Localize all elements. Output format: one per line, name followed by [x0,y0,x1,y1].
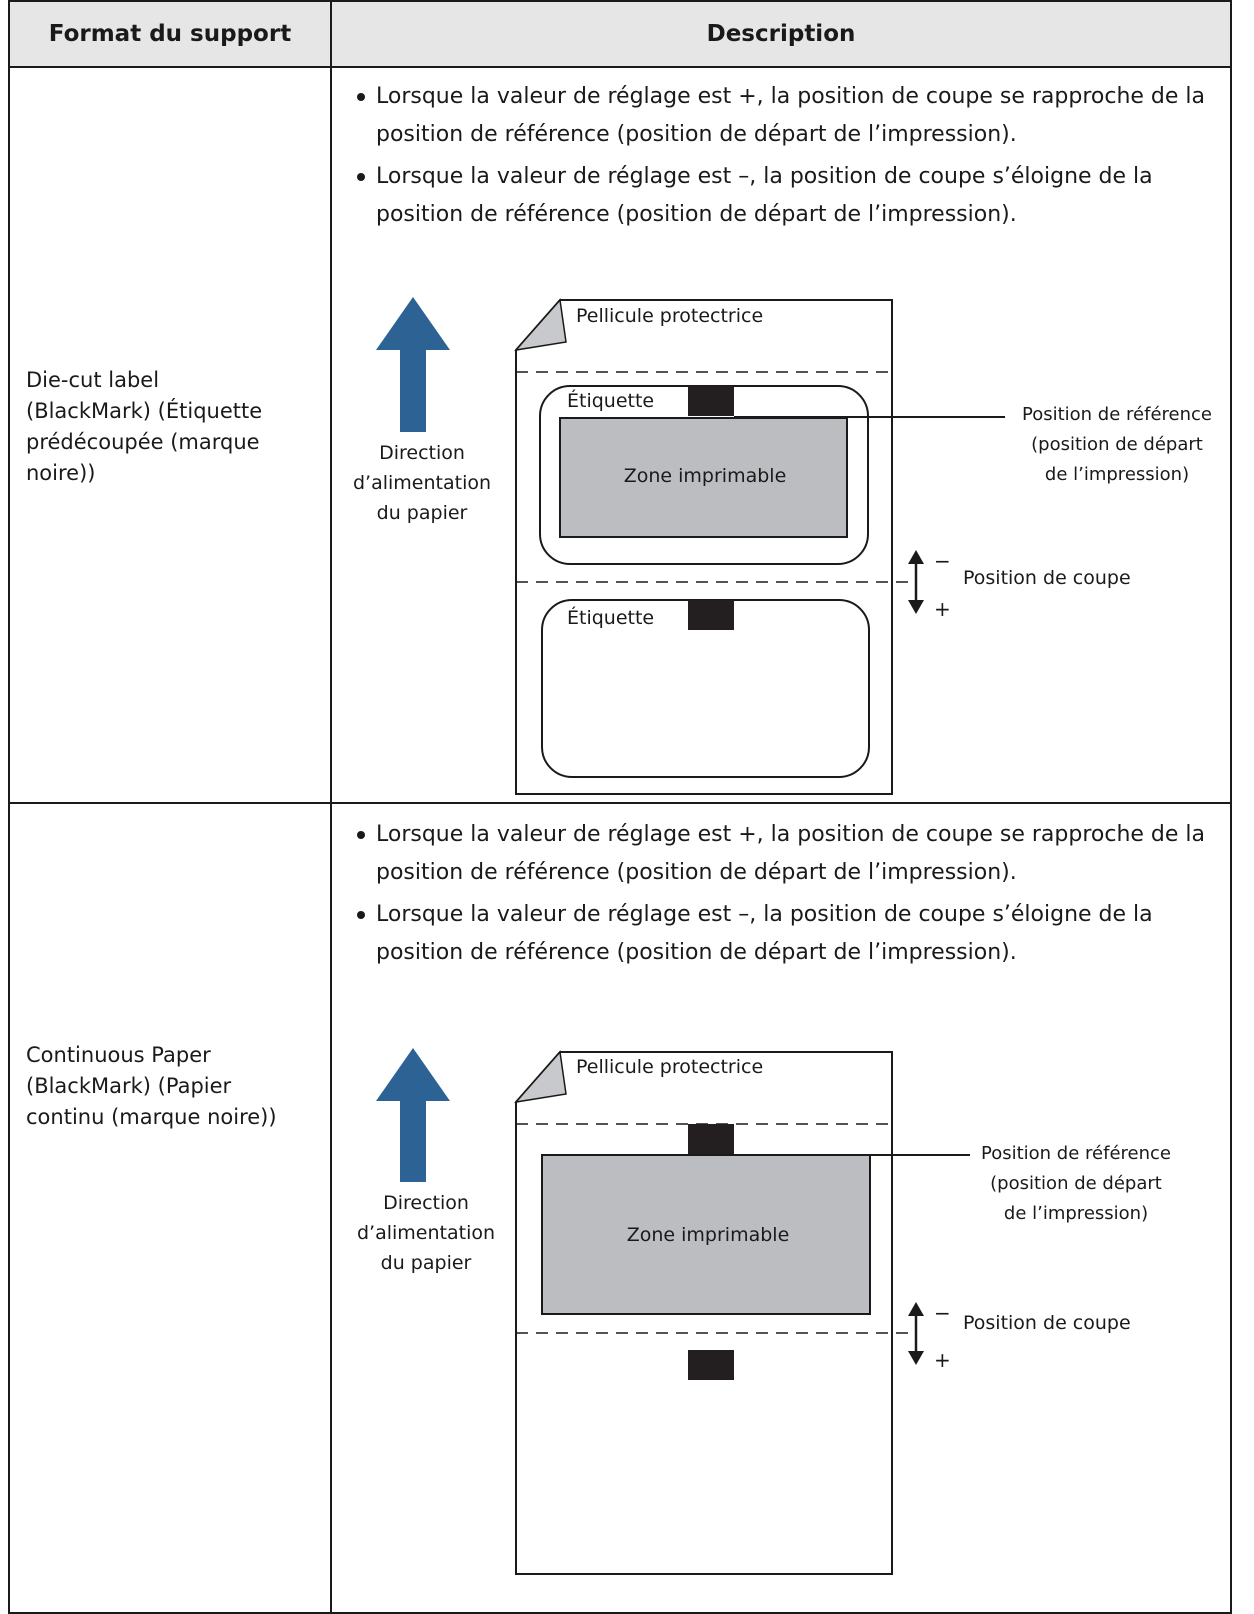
cut-position-label: Position de coupe [963,567,1131,589]
printable-area [541,1154,871,1315]
cut-position-label: Position de coupe [963,1312,1131,1334]
arrow-up-icon [908,550,924,564]
peeled-corner-icon [514,298,567,352]
table-header: Format du support Description [10,2,1230,68]
media-format-table: Format du support Description Die-cut la… [8,0,1232,1614]
label-1-text: Étiquette [567,389,654,412]
header-description: Description [706,21,856,47]
table-row-die-cut: Die-cut label (BlackMark) (Étiquette pré… [10,68,1230,804]
plus-sign: + [934,597,951,621]
format-line: (BlackMark) (Papier [26,1074,232,1098]
minus-sign: − [934,1301,951,1325]
feed-label-line: d’alimentation [353,472,491,494]
reference-label-line: (position de départ [1031,434,1203,455]
format-line: Die-cut label [26,368,160,392]
black-mark [688,600,734,630]
format-cell: Die-cut label (BlackMark) (Étiquette pré… [26,365,326,489]
bullet-item: Lorsque la valeur de réglage est –, la p… [352,158,1222,234]
bullet-item: Lorsque la valeur de réglage est +, la p… [352,78,1222,154]
reference-label-line: Position de référence [981,1143,1171,1164]
printable-area [559,417,848,538]
feed-label-line: du papier [377,502,468,524]
feed-direction-arrow-icon [376,297,450,432]
arrow-up-icon [908,1302,924,1316]
printable-area-text: Zone imprimable [627,1224,790,1246]
bullet-item: Lorsque la valeur de réglage est +, la p… [352,816,1222,892]
feed-label-line: du papier [381,1252,472,1274]
label-2-text: Étiquette [567,606,654,629]
feed-label-line: Direction [379,442,465,464]
reference-label-line: de l’impression) [1004,1203,1148,1224]
table-row-continuous: Continuous Paper (BlackMark) (Papier con… [10,804,1230,1614]
format-line: (BlackMark) (Étiquette [26,399,263,423]
continuous-paper-diagram: Direction d’alimentation du papier Pelli… [357,1048,1171,1575]
liner-label: Pellicule protectrice [576,305,763,327]
format-line: Continuous Paper [26,1043,211,1067]
reference-label-line: (position de départ [990,1173,1162,1194]
feed-label-line: Direction [383,1192,469,1214]
format-cell: Continuous Paper (BlackMark) (Papier con… [26,1040,326,1133]
die-cut-label-diagram: Direction d’alimentation du papier Pelli… [353,297,1212,795]
format-line: prédécoupée (marque [26,430,260,454]
plus-sign: + [934,1348,951,1372]
bullet-item: Lorsque la valeur de réglage est –, la p… [352,896,1222,972]
minus-sign: − [934,549,951,573]
column-divider [330,2,332,1612]
reference-label-line: de l’impression) [1045,464,1189,485]
black-mark [688,1350,734,1380]
black-mark [688,1124,734,1154]
peeled-corner-icon [514,1050,567,1104]
header-format: Format du support [48,21,292,47]
description-bullets: Lorsque la valeur de réglage est +, la p… [352,78,1222,238]
format-line: noire)) [26,461,96,485]
reference-label-line: Position de référence [1022,404,1212,425]
arrow-down-icon [908,600,924,614]
feed-label-line: d’alimentation [357,1222,495,1244]
printable-area-text: Zone imprimable [624,465,787,487]
arrow-down-icon [908,1351,924,1365]
description-bullets: Lorsque la valeur de réglage est +, la p… [352,816,1222,976]
black-mark [688,386,734,416]
format-line: continu (marque noire)) [26,1105,277,1129]
feed-direction-arrow-icon [376,1048,450,1182]
liner-label: Pellicule protectrice [576,1056,763,1078]
